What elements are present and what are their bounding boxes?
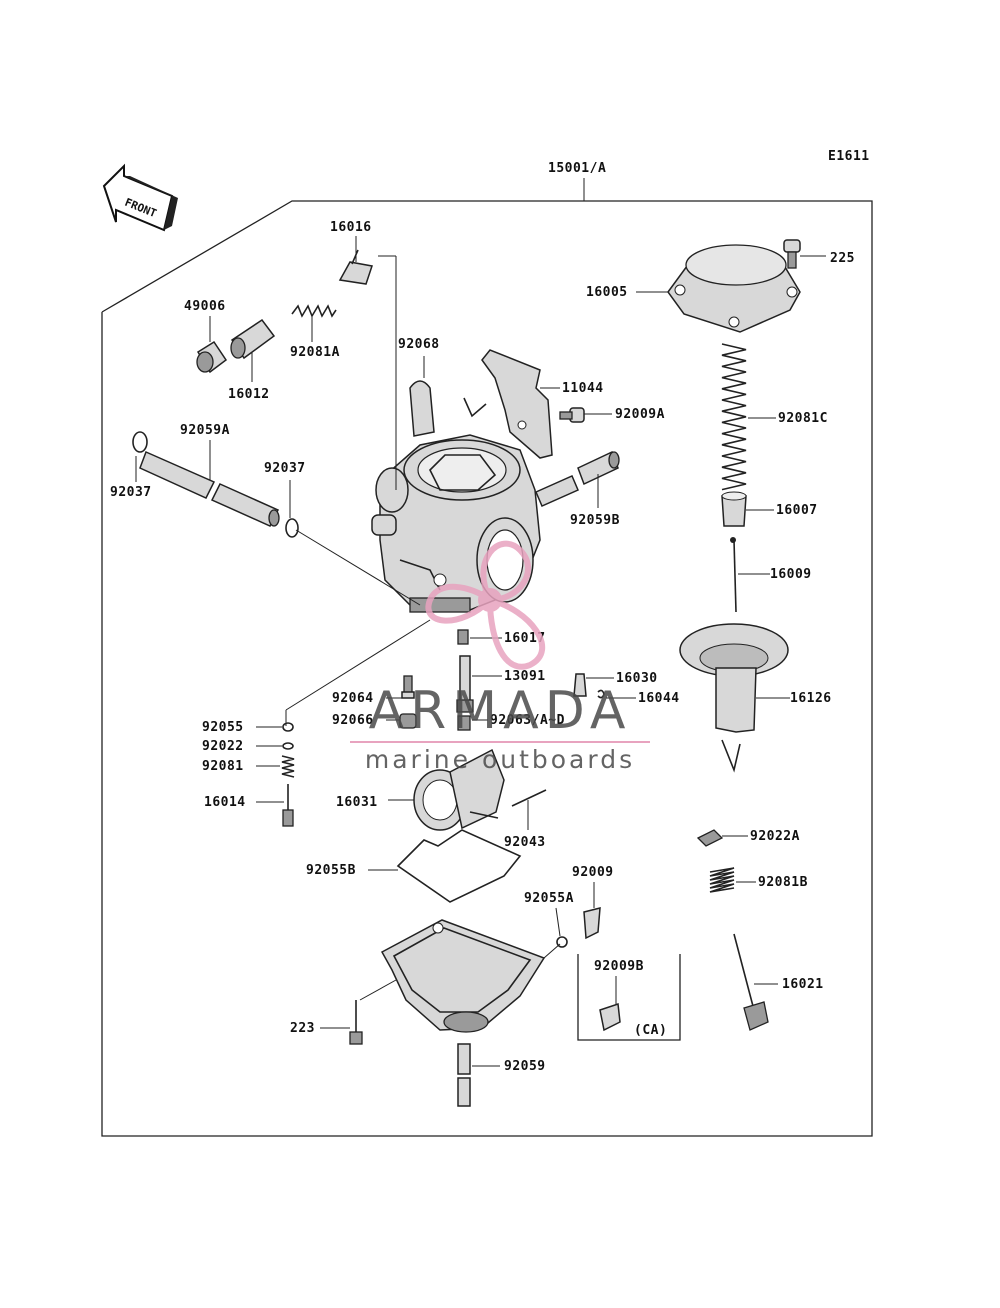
label-49006: 49006	[184, 299, 226, 314]
label-92068: 92068	[398, 337, 440, 352]
label-92037-right: 92037	[264, 461, 306, 476]
part-92064-screw	[386, 675, 415, 699]
part-49006-cap	[196, 316, 228, 374]
part-16030-float-valve	[573, 673, 614, 697]
label-16044: 16044	[638, 691, 680, 706]
part-92009-screw	[583, 882, 601, 940]
part-92037-clamp-left	[132, 431, 148, 482]
label-16016: 16016	[330, 220, 372, 235]
label-16007: 16007	[776, 503, 818, 518]
label-92081A: 92081A	[290, 345, 340, 360]
label-92055B: 92055B	[306, 863, 356, 878]
label-92022: 92022	[202, 739, 244, 754]
part-92055A-o-ring	[555, 907, 568, 948]
figure-code: E1611	[828, 149, 870, 164]
watermark-brand: ARMADA	[369, 681, 632, 741]
assembly-frame	[101, 178, 873, 1137]
part-223-bolt	[320, 979, 397, 1045]
label-92063: 92063/A~D	[490, 713, 565, 728]
part-92068-cap	[409, 356, 435, 437]
part-92009A-screw	[559, 407, 612, 423]
label-92022A: 92022A	[750, 829, 800, 844]
part-16014-screw	[256, 784, 294, 827]
label-92059A: 92059A	[180, 423, 230, 438]
part-11044-bracket	[463, 349, 560, 459]
part-92066-plug	[386, 713, 417, 729]
label-16012: 16012	[228, 387, 270, 402]
part-92055-o-ring	[256, 722, 294, 732]
label-92064: 92064	[332, 691, 374, 706]
part-92009B-variant-box	[577, 954, 681, 1041]
label-16030: 16030	[616, 671, 658, 686]
watermark-tagline: marine outboards	[365, 745, 635, 774]
label-92081: 92081	[202, 759, 244, 774]
label-92059B: 92059B	[570, 513, 620, 528]
label-13091: 13091	[504, 669, 546, 684]
label-92059: 92059	[504, 1059, 546, 1074]
part-13091-needle-jet	[456, 655, 502, 713]
label-92009: 92009	[572, 865, 614, 880]
part-92081B-spring	[709, 867, 756, 893]
label-16009: 16009	[770, 567, 812, 582]
part-16007-needle-holder	[721, 491, 774, 527]
part-225-screw	[783, 239, 826, 269]
part-92059-drain-tube	[457, 1043, 500, 1107]
part-float-bowl	[380, 919, 561, 1033]
part-92081C-spring	[721, 343, 776, 491]
label-16005: 16005	[586, 285, 628, 300]
label-11044: 11044	[562, 381, 604, 396]
label-92043: 92043	[504, 835, 546, 850]
part-92022A-washer	[696, 829, 748, 847]
label-92081B: 92081B	[758, 875, 808, 890]
part-92081-spring	[256, 755, 295, 778]
part-92063-ring	[457, 715, 488, 731]
part-16126-diaphragm-valve	[679, 623, 790, 773]
armada-logo-icon	[425, 540, 546, 670]
label-16017: 16017	[504, 631, 546, 646]
label-92055: 92055	[202, 720, 244, 735]
part-16009-jet-needle	[730, 537, 770, 613]
label-92066: 92066	[332, 713, 374, 728]
label-92055A: 92055A	[524, 891, 574, 906]
label-223: 223	[290, 1021, 315, 1036]
label-16021: 16021	[782, 977, 824, 992]
part-92081A-spring	[291, 304, 337, 342]
part-92043-pin	[511, 789, 547, 830]
label-92081C: 92081C	[778, 411, 828, 426]
part-16005-top-cover	[636, 244, 801, 333]
part-92022-washer	[256, 742, 294, 750]
part-92059A-hose	[139, 440, 280, 527]
label-16014: 16014	[204, 795, 246, 810]
carburetor-body	[285, 255, 541, 726]
label-92037-left: 92037	[110, 485, 152, 500]
part-92055B-gasket	[368, 829, 522, 903]
part-16031-throttle-pulley	[388, 748, 505, 831]
part-16016-pilot-screw	[338, 236, 373, 285]
part-92037-clamp-right	[285, 480, 299, 538]
assembly-label: 15001/A	[548, 161, 606, 176]
label-225: 225	[830, 251, 855, 266]
label-16126: 16126	[790, 691, 832, 706]
part-16012-starter-plunger	[230, 318, 276, 382]
label-92009B: 92009B	[594, 959, 644, 974]
variant-note: (CA)	[634, 1023, 667, 1038]
part-16044-clip	[597, 689, 636, 699]
part-92059B-hose	[535, 450, 620, 508]
label-92009A: 92009A	[615, 407, 665, 422]
front-arrow-icon: FRONT	[102, 163, 178, 232]
label-16031: 16031	[336, 795, 378, 810]
part-16021-throttle-stop-screw	[733, 933, 778, 1031]
